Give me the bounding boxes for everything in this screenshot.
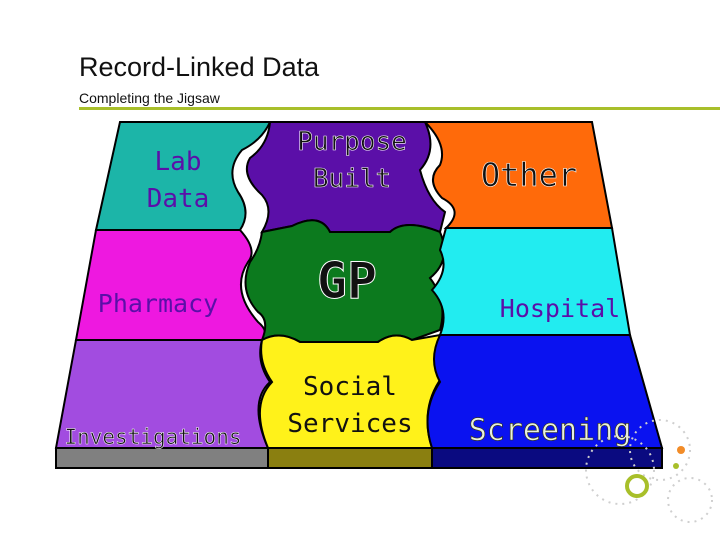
orange-dot-icon — [677, 446, 685, 454]
green-ring-icon — [627, 476, 647, 496]
dotted-rings — [586, 420, 712, 522]
green-dot-icon — [673, 463, 679, 469]
